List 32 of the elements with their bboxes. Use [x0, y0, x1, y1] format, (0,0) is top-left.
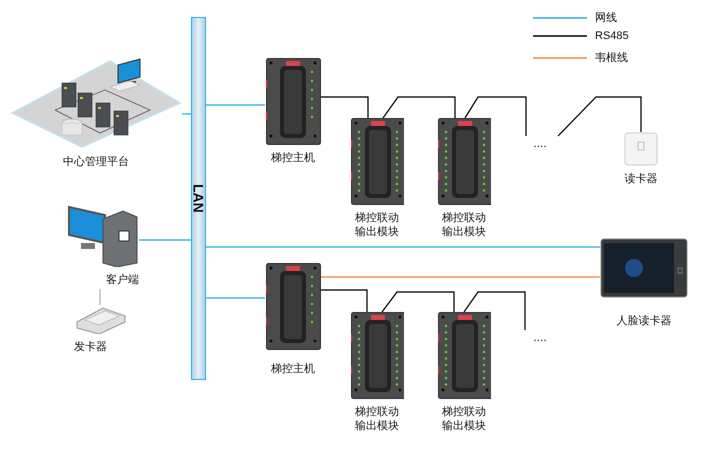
- device-label: 中心管理平台: [62, 155, 130, 169]
- connector: [139, 239, 191, 241]
- device-label: 客户端: [106, 273, 139, 287]
- connector: [382, 291, 455, 312]
- device-label: 梯控联动输出模块: [354, 405, 400, 433]
- device-label: 发卡器: [74, 340, 107, 354]
- connector: [99, 289, 101, 305]
- connector: [321, 276, 600, 278]
- connector: [321, 289, 368, 312]
- connector: [182, 113, 191, 115]
- connector: [206, 297, 265, 299]
- device-label: 人脸读卡器: [616, 314, 672, 328]
- lan-bar: [191, 17, 206, 380]
- legend-label: RS485: [595, 30, 629, 42]
- connector: [464, 96, 527, 136]
- connector: [382, 96, 456, 118]
- device-label: 读卡器: [624, 172, 658, 186]
- legend-label: 网线: [595, 11, 617, 25]
- ellipsis-label: ....: [533, 330, 547, 344]
- connector: [558, 96, 642, 136]
- device-label: 梯控主机: [270, 362, 316, 376]
- device-label: 梯控联动输出模块: [441, 211, 487, 239]
- connector: [206, 104, 265, 106]
- device-label: 梯控主机: [270, 151, 316, 165]
- bar-label: LAN: [190, 184, 206, 213]
- device-label: 梯控联动输出模块: [354, 211, 400, 239]
- connector: [464, 291, 526, 330]
- legend-label: 韦根线: [595, 51, 628, 65]
- device-label: 梯控联动输出模块: [441, 405, 487, 433]
- connector: [206, 246, 600, 248]
- connector: [321, 96, 369, 118]
- ellipsis-label: ....: [533, 136, 547, 150]
